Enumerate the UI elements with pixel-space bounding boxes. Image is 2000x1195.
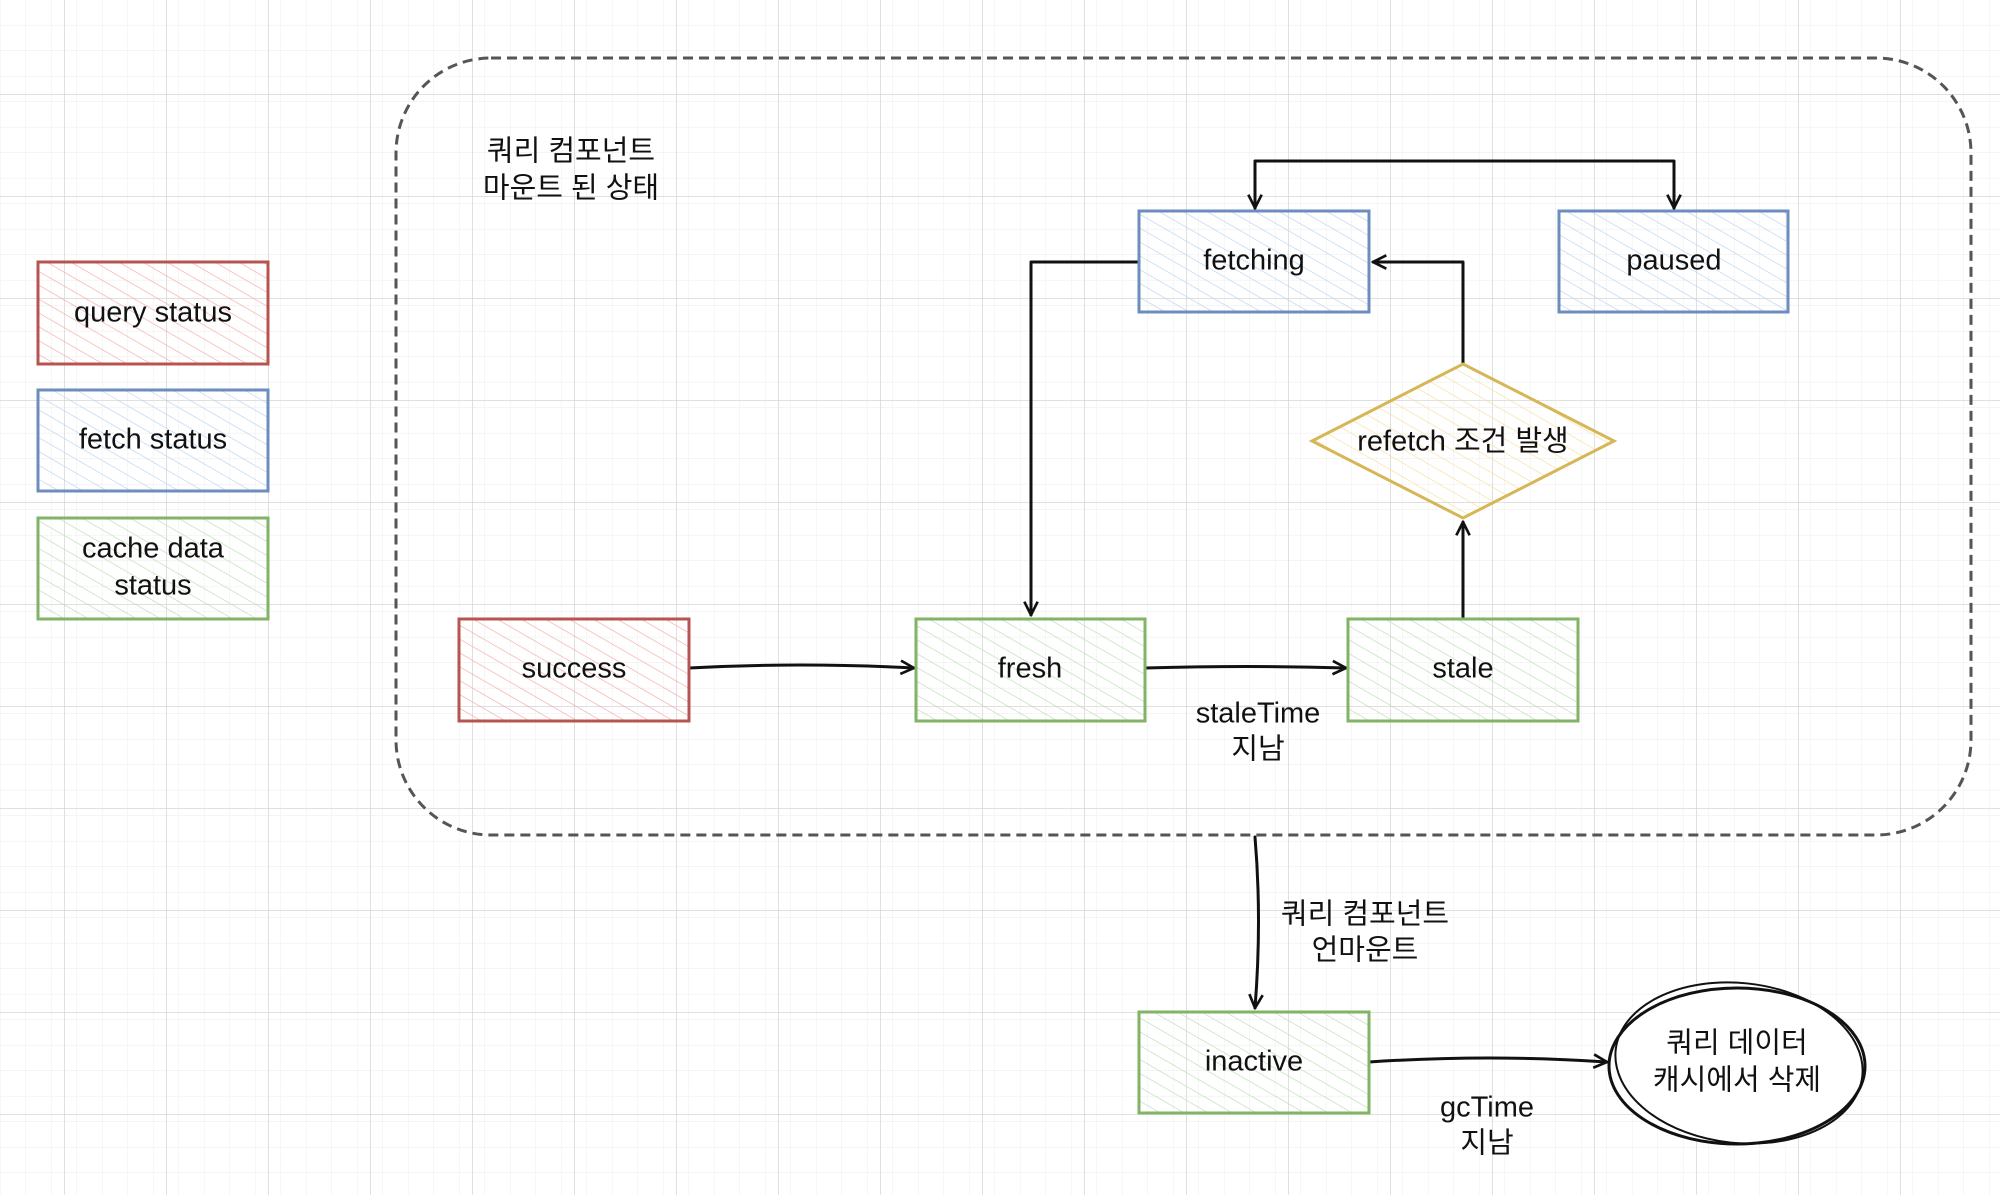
mounted-state-label-1: 쿼리 컴포넌트: [487, 136, 655, 168]
legend: query status fetch status cache data sta…: [36, 260, 270, 621]
node-stale: stale: [1346, 617, 1580, 723]
stale-time-label-2: 지남: [1231, 734, 1284, 766]
legend-fetch-status: fetch status: [36, 388, 270, 493]
edge-inactive-to-delete: [1367, 1058, 1607, 1062]
legend-query-status: query status: [36, 260, 270, 366]
mounted-state-container: 쿼리 컴포넌트 마운트 된 상태: [394, 56, 1973, 837]
legend-fetch-status-label: fetch status: [79, 424, 227, 456]
node-refetch-condition: refetch 조건 발생: [1308, 362, 1618, 520]
node-delete-from-cache: 쿼리 데이터 캐시에서 삭제: [1607, 981, 1867, 1146]
legend-cache-data-status: cache data status: [36, 516, 270, 621]
node-paused-label: paused: [1626, 245, 1721, 277]
legend-query-status-label: query status: [74, 297, 232, 329]
mounted-state-label-2: 마운트 된 상태: [483, 173, 659, 205]
edge-refetch-to-fetching: [1371, 262, 1465, 366]
edge-fetching-to-fresh: [1031, 260, 1141, 617]
edge-unmount: [1255, 835, 1259, 1008]
legend-cache-data-status-label: cache data: [82, 533, 225, 565]
node-delete-label-1: 쿼리 데이터: [1666, 1027, 1807, 1060]
edge-fresh-to-stale: [1143, 667, 1346, 669]
unmount-label-1: 쿼리 컴포넌트: [1281, 899, 1449, 931]
edge-success-to-fresh: [687, 665, 914, 668]
node-stale-label: stale: [1432, 653, 1493, 685]
node-success: success: [457, 617, 691, 723]
stale-time-label-1: staleTime: [1196, 698, 1321, 730]
gc-time-label-1: gcTime: [1440, 1092, 1534, 1124]
node-delete-label-2: 캐시에서 삭제: [1653, 1064, 1821, 1097]
node-refetch-condition-label: refetch 조건 발생: [1357, 426, 1569, 458]
node-success-label: success: [522, 653, 627, 685]
node-fetching: fetching: [1137, 209, 1371, 314]
node-inactive: inactive: [1137, 1010, 1371, 1115]
legend-cache-data-status-label-2: status: [114, 570, 191, 602]
node-fetching-label: fetching: [1203, 245, 1305, 277]
node-fresh: fresh: [914, 617, 1147, 723]
node-inactive-label: inactive: [1205, 1046, 1303, 1078]
edges: staleTime 지남 쿼리 컴포넌트 언마운트 gcTime 지남: [687, 159, 1674, 1160]
gc-time-label-2: 지남: [1460, 1128, 1513, 1160]
node-paused: paused: [1557, 209, 1790, 314]
node-fresh-label: fresh: [998, 653, 1062, 685]
unmount-label-2: 언마운트: [1312, 935, 1419, 967]
